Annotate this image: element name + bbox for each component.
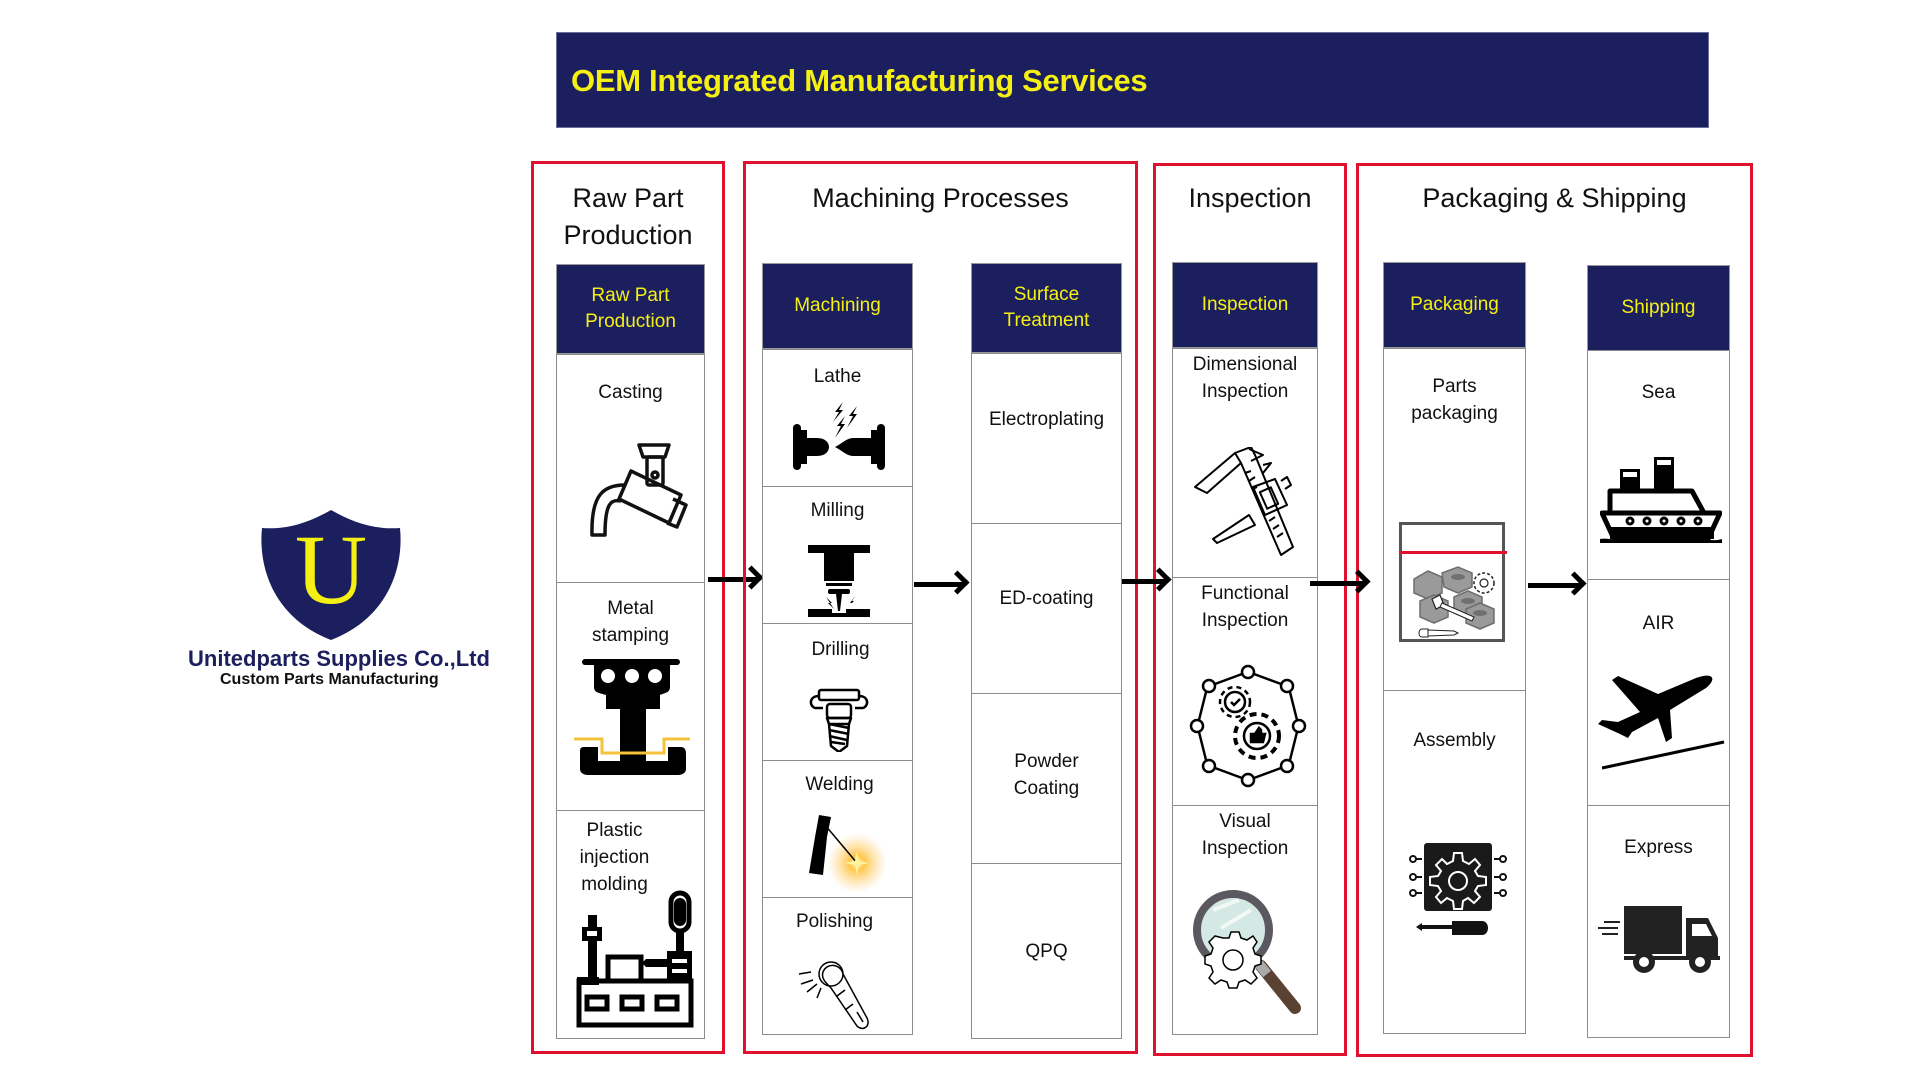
stage-machining-processes: Machining Processes (743, 161, 1138, 1054)
casting-icon (590, 443, 688, 537)
flow-arrow (708, 577, 758, 582)
list-item-dimensional-inspection: Dimensional Inspection (1172, 348, 1318, 578)
stage-title: Machining Processes (812, 183, 1069, 213)
company-logo: U Unitedparts Supplies Co.,Ltd Custom Pa… (185, 508, 490, 693)
list-item-qpq: QPQ (971, 863, 1122, 1039)
list-item-drilling: Drilling (762, 623, 913, 761)
flow-arrow (914, 582, 964, 587)
flow-arrow (1122, 579, 1166, 584)
airplane-icon (1598, 675, 1725, 770)
stage-packaging-shipping: Packaging & Shipping (1356, 163, 1753, 1057)
parts-box-icon (1399, 522, 1507, 642)
company-tagline: Custom Parts Manufacturing (220, 671, 439, 688)
list-item-welding: Welding (762, 760, 913, 898)
stage-raw-part-production: Raw Part Production (531, 161, 725, 1054)
logo-letter: U (294, 514, 368, 625)
list-item-air: AIR (1587, 579, 1730, 806)
stage-title: Raw Part Production (563, 183, 693, 250)
list-item-milling: Milling (762, 486, 913, 624)
title-banner: OEM Integrated Manufacturing Services (556, 32, 1709, 128)
list-item-metal-stamping: Metal stamping (556, 582, 705, 811)
stage-inspection: Inspection (1153, 163, 1347, 1056)
lathe-icon (793, 402, 885, 470)
list-item-assembly: Assembly (1383, 690, 1526, 1034)
milling-icon (808, 545, 870, 617)
list-item-ed-coating: ED-coating (971, 523, 1122, 694)
list-item-express: Express (1587, 805, 1730, 1038)
metal-stamping-icon (574, 659, 690, 775)
truck-icon (1598, 906, 1720, 973)
company-name: Unitedparts Supplies Co.,Ltd (188, 646, 490, 671)
column-header-shipping: Shipping (1587, 265, 1730, 351)
stage-title: Inspection (1188, 183, 1312, 213)
welding-icon (809, 815, 887, 893)
assembly-icon (1409, 843, 1507, 935)
ship-icon (1600, 457, 1722, 543)
magnifier-icon (1193, 890, 1301, 1014)
flow-arrow (1310, 581, 1365, 586)
column-header-raw-part-production: Raw Part Production (556, 264, 705, 354)
list-item-parts-packaging: Parts packaging (1383, 348, 1526, 691)
list-item-lathe: Lathe (762, 349, 913, 487)
injection-molding-icon (576, 890, 694, 1028)
column-header-inspection: Inspection (1172, 262, 1318, 348)
shield-icon (261, 510, 401, 640)
list-item-casting: Casting (556, 354, 705, 583)
list-item-powder-coating: Powder Coating (971, 693, 1122, 864)
flow-arrow (1528, 583, 1581, 588)
list-item-sea: Sea (1587, 350, 1730, 580)
drilling-icon (809, 688, 869, 752)
list-item-visual-inspection: Visual Inspection (1172, 805, 1318, 1035)
list-item-electroplating: Electroplating (971, 353, 1122, 524)
caliper-icon (1194, 447, 1294, 556)
stage-title: Packaging & Shipping (1422, 183, 1687, 213)
list-item-functional-inspection: Functional Inspection (1172, 577, 1318, 806)
column-header-surface-treatment: Surface Treatment (971, 263, 1122, 353)
column-header-packaging: Packaging (1383, 262, 1526, 348)
gear-network-icon (1189, 664, 1307, 788)
polishing-icon (798, 961, 869, 1030)
page-title: OEM Integrated Manufacturing Services (571, 63, 1148, 98)
column-header-machining: Machining (762, 263, 913, 349)
list-item-plastic-injection-molding: Plastic injection molding (556, 810, 705, 1039)
list-item-polishing: Polishing (762, 897, 913, 1035)
